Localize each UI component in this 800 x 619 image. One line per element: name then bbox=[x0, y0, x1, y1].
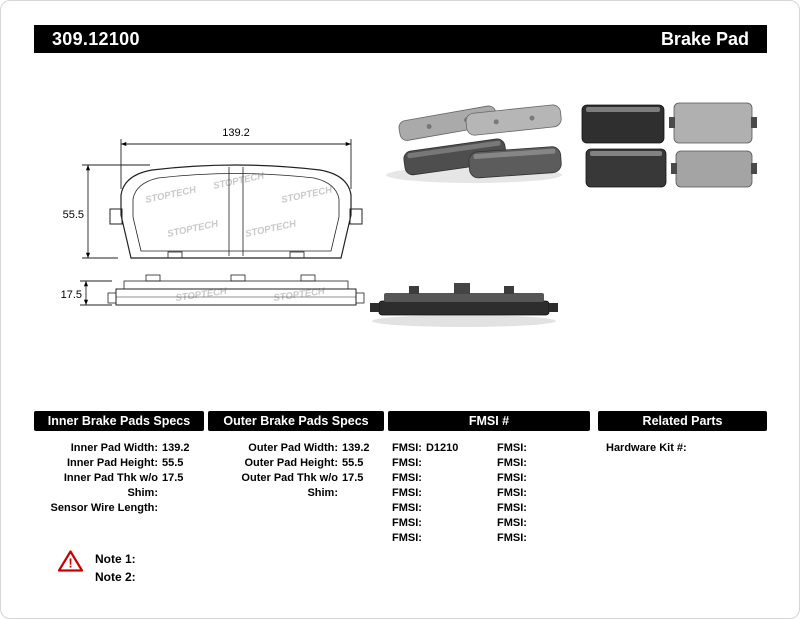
spec-row: Outer Pad Width: 139.2 bbox=[208, 441, 384, 456]
fmsi-row: FMSI: bbox=[497, 486, 590, 501]
fmsi-label: FMSI: bbox=[497, 517, 527, 529]
spec-label: Outer Pad Height: bbox=[244, 457, 338, 469]
part-number: 309.12100 bbox=[52, 28, 140, 49]
fmsi-row: FMSI:D1210 bbox=[392, 441, 489, 456]
title-bar: 309.12100 Brake Pad bbox=[34, 25, 767, 53]
svg-text:STOPTECH: STOPTECH bbox=[175, 286, 229, 304]
product-photos bbox=[370, 102, 757, 327]
outer-specs-header: Outer Brake Pads Specs bbox=[208, 411, 384, 431]
fmsi-header: FMSI # bbox=[388, 411, 590, 431]
height-dimension bbox=[82, 164, 150, 259]
fmsi-row: FMSI: bbox=[497, 441, 590, 456]
related-parts-header: Related Parts bbox=[598, 411, 767, 431]
stoptech-watermark: STOPTECH STOPTECH STOPTECH STOPTECH STOP… bbox=[144, 170, 334, 304]
spec-row: Inner Pad Thk w/o Shim: 17.5 bbox=[34, 471, 204, 501]
width-dimension-label: 139.2 bbox=[222, 127, 250, 139]
fmsi-label: FMSI: bbox=[497, 472, 527, 484]
spec-row: Outer Pad Height: 55.5 bbox=[208, 456, 384, 471]
spec-table: Inner Brake Pads Specs Inner Pad Width: … bbox=[34, 411, 767, 546]
spec-value: 55.5 bbox=[162, 457, 184, 469]
fmsi-row: FMSI: bbox=[392, 456, 489, 471]
note-2: Note 2: bbox=[95, 570, 136, 584]
spec-label: Inner Pad Height: bbox=[66, 457, 158, 469]
spec-row: Inner Pad Width: 139.2 bbox=[34, 441, 204, 456]
fmsi-row: FMSI: bbox=[497, 501, 590, 516]
fmsi-row: FMSI: bbox=[497, 516, 590, 531]
fmsi-label: FMSI: bbox=[392, 457, 422, 469]
fmsi-subcolumn-right: FMSI: FMSI: FMSI: FMSI: FMSI: bbox=[489, 441, 590, 546]
related-parts-column: Related Parts Hardware Kit #: bbox=[598, 411, 767, 546]
fmsi-label: FMSI: bbox=[392, 472, 422, 484]
photo-pad-set-front bbox=[581, 102, 757, 188]
svg-text:STOPTECH: STOPTECH bbox=[166, 218, 220, 240]
related-row: Hardware Kit #: bbox=[606, 441, 767, 456]
front-view-drawing bbox=[109, 164, 363, 259]
thickness-dimension-label: 17.5 bbox=[61, 289, 82, 301]
fmsi-label: FMSI: bbox=[392, 442, 422, 454]
svg-text:STOPTECH: STOPTECH bbox=[244, 218, 298, 240]
inner-specs-column: Inner Brake Pads Specs Inner Pad Width: … bbox=[34, 411, 204, 546]
fmsi-subcolumn-left: FMSI:D1210 FMSI: FMSI: FMSI: FMSI: bbox=[388, 441, 489, 546]
spec-label: Inner Pad Width: bbox=[70, 442, 158, 454]
spec-value: 55.5 bbox=[342, 457, 364, 469]
svg-text:STOPTECH: STOPTECH bbox=[280, 184, 334, 206]
fmsi-label: FMSI: bbox=[497, 442, 527, 454]
spec-label: Outer Pad Thk w/o Shim: bbox=[241, 472, 338, 499]
fmsi-row: FMSI: bbox=[497, 531, 590, 546]
fmsi-label: FMSI: bbox=[497, 487, 527, 499]
fmsi-row: FMSI: bbox=[392, 486, 489, 501]
fmsi-label: FMSI: bbox=[392, 502, 422, 514]
spec-row: Sensor Wire Length: bbox=[34, 501, 204, 516]
warning-exclamation: ! bbox=[68, 556, 72, 571]
width-dimension bbox=[120, 139, 352, 189]
spec-value: 17.5 bbox=[162, 472, 184, 484]
fmsi-row: FMSI: bbox=[392, 471, 489, 486]
spec-label: Outer Pad Width: bbox=[248, 442, 338, 454]
svg-text:STOPTECH: STOPTECH bbox=[144, 184, 198, 206]
spec-label: Sensor Wire Length: bbox=[50, 502, 158, 514]
warning-icon: ! bbox=[57, 550, 84, 572]
note-1: Note 1: bbox=[95, 552, 136, 566]
fmsi-label: FMSI: bbox=[497, 457, 527, 469]
fmsi-row: FMSI: bbox=[497, 471, 590, 486]
spec-value: 139.2 bbox=[162, 442, 190, 454]
fmsi-label: FMSI: bbox=[392, 487, 422, 499]
inner-specs-header: Inner Brake Pads Specs bbox=[34, 411, 204, 431]
fmsi-value: D1210 bbox=[425, 442, 459, 454]
fmsi-label: FMSI: bbox=[497, 502, 527, 514]
fmsi-row: FMSI: bbox=[392, 516, 489, 531]
fmsi-label: FMSI: bbox=[497, 532, 527, 544]
page-title: Brake Pad bbox=[660, 28, 749, 49]
spec-value: 139.2 bbox=[342, 442, 370, 454]
height-dimension-label: 55.5 bbox=[63, 209, 84, 221]
technical-drawing: STOPTECH STOPTECH STOPTECH STOPTECH STOP… bbox=[61, 127, 365, 306]
fmsi-row: FMSI: bbox=[497, 456, 590, 471]
spec-value bbox=[158, 501, 204, 516]
spec-row: Inner Pad Height: 55.5 bbox=[34, 456, 204, 471]
fmsi-row: FMSI: bbox=[392, 501, 489, 516]
spec-row: Outer Pad Thk w/o Shim: 17.5 bbox=[208, 471, 384, 501]
spec-label: Inner Pad Thk w/o Shim: bbox=[63, 472, 158, 499]
related-label: Hardware Kit #: bbox=[606, 442, 687, 454]
outer-specs-column: Outer Brake Pads Specs Outer Pad Width: … bbox=[208, 411, 384, 546]
photo-pad-set-angled bbox=[386, 104, 562, 183]
photo-pad-profile bbox=[370, 283, 558, 327]
fmsi-column: FMSI # FMSI:D1210 FMSI: FMSI: FMSI: bbox=[388, 411, 590, 546]
thickness-dimension bbox=[80, 280, 112, 306]
side-view-drawing bbox=[107, 274, 365, 306]
fmsi-label: FMSI: bbox=[392, 532, 422, 544]
svg-text:STOPTECH: STOPTECH bbox=[273, 286, 327, 304]
fmsi-label: FMSI: bbox=[392, 517, 422, 529]
spec-value: 17.5 bbox=[342, 472, 364, 484]
fmsi-row: FMSI: bbox=[392, 531, 489, 546]
